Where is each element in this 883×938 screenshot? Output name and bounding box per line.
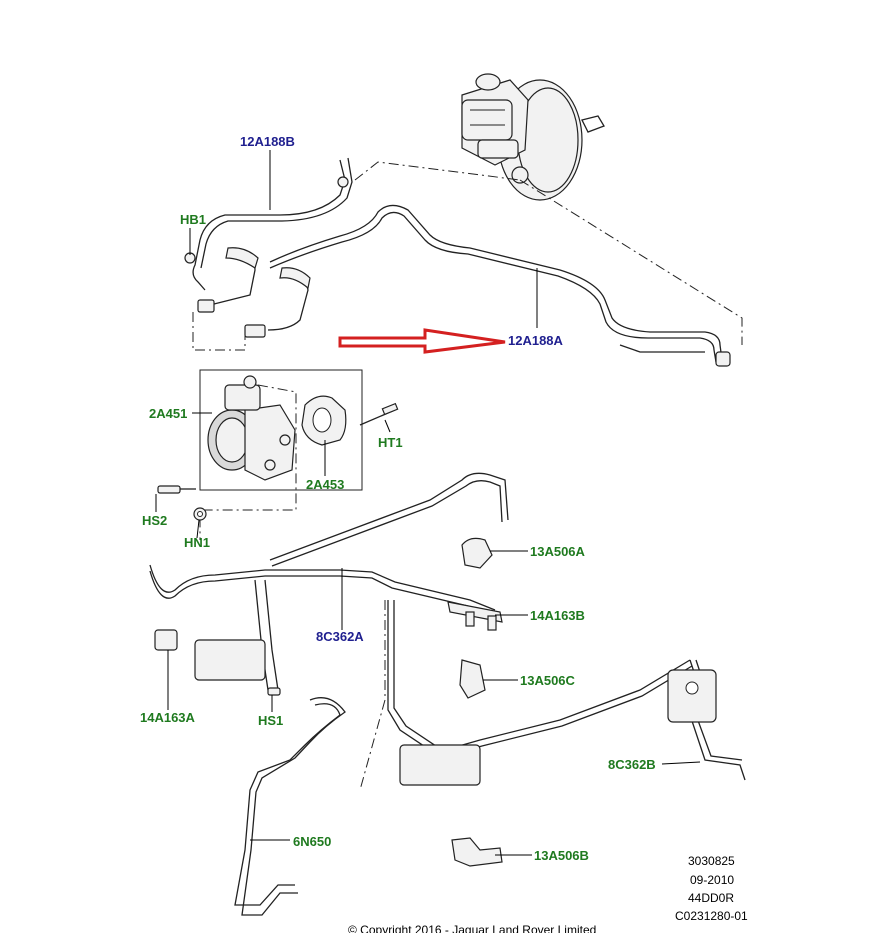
bracket-14a163a <box>154 629 178 651</box>
vacuum-pump-2a451 <box>199 369 363 491</box>
ref-number: 3030825 <box>688 854 735 868</box>
vacuum-pipe-12a188b <box>184 157 353 338</box>
bolt-hs2 <box>157 485 196 494</box>
label-13a506a: 13A506A <box>530 544 586 559</box>
label-12a188a: 12A188A <box>508 333 564 348</box>
reference-line <box>354 161 521 181</box>
highlight-arrow <box>338 328 506 354</box>
brake-booster-assembly <box>461 73 605 201</box>
nut-hn1 <box>193 507 207 521</box>
vacuum-pipe-12a188a <box>269 204 731 367</box>
ref-code: 44DD0R <box>688 891 734 905</box>
ref-drawing: C0231280-01 <box>675 909 748 923</box>
vacuum-hose-6n650 <box>234 697 346 916</box>
leader-lines <box>155 150 701 856</box>
vacuum-hose-8c362a <box>149 472 693 786</box>
bracket-14a163b <box>447 601 503 631</box>
reference-line <box>519 179 743 345</box>
label-12a188b: 12A188B <box>240 134 295 149</box>
label-hn1: HN1 <box>184 535 210 550</box>
vacuum-hose-8c362b <box>667 659 746 781</box>
bolt-hs1 <box>267 687 281 696</box>
clip-13a506b <box>451 837 503 867</box>
stud-ht1 <box>359 402 399 426</box>
gasket-2a453 <box>301 395 347 446</box>
copyright-notice: © Copyright 2016 - Jaguar Land Rover Lim… <box>348 923 596 933</box>
reference-line <box>192 312 246 351</box>
label-hb1: HB1 <box>180 212 206 227</box>
clip-13a506a <box>461 537 493 569</box>
ref-date: 09-2010 <box>690 873 734 887</box>
label-8c362a: 8C362A <box>316 629 364 644</box>
label-2a451: 2A451 <box>149 406 187 421</box>
label-13a506c: 13A506C <box>520 673 576 688</box>
label-hs1: HS1 <box>258 713 283 728</box>
label-2a453: 2A453 <box>306 477 344 492</box>
clip-13a506c <box>459 659 486 699</box>
label-ht1: HT1 <box>378 435 403 450</box>
reference-line <box>359 600 386 791</box>
label-14a163a: 14A163A <box>140 710 196 725</box>
label-6n650: 6N650 <box>293 834 331 849</box>
label-8c362b: 8C362B <box>608 757 656 772</box>
label-13a506b: 13A506B <box>534 848 589 863</box>
label-14a163b: 14A163B <box>530 608 585 623</box>
label-hs2: HS2 <box>142 513 167 528</box>
